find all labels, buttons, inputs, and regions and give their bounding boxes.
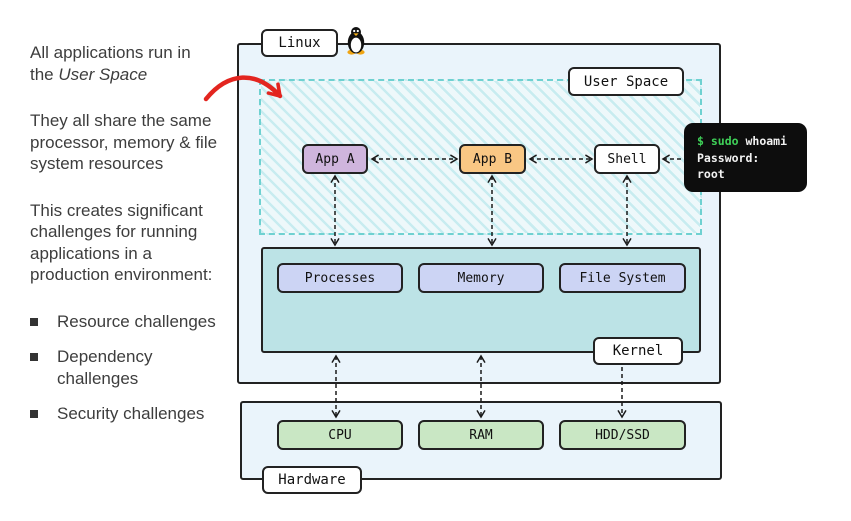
list-item: Dependency challenges: [30, 346, 222, 389]
tux-penguin-icon: [347, 27, 365, 55]
square-bullet-icon: [30, 410, 38, 418]
explanation-column: All applications run in the User Space T…: [30, 42, 222, 439]
memory-box: Memory: [418, 263, 544, 293]
processes-box: Processes: [277, 263, 403, 293]
paragraph-line: All applications run in: [30, 43, 191, 62]
list-item: Resource challenges: [30, 311, 222, 333]
cpu-label: CPU: [328, 427, 352, 443]
linux-label: Linux: [261, 29, 338, 57]
app-a-label: App A: [315, 151, 355, 167]
list-item: Security challenges: [30, 403, 222, 425]
list-item-label: Resource challenges: [57, 311, 216, 331]
app-b-label: App B: [472, 151, 513, 167]
terminal-prompt: $ sudo: [697, 134, 739, 148]
kernel-label: Kernel: [593, 337, 683, 365]
hardware-label-text: Hardware: [278, 472, 346, 488]
kernel-label-text: Kernel: [612, 343, 664, 359]
paragraph-shared-resources: They all share the same processor, memor…: [30, 111, 218, 173]
user-space-label: User Space: [568, 67, 684, 96]
shell-label: Shell: [607, 151, 647, 167]
app-b-box: App B: [459, 144, 526, 174]
terminal-line-command: $ sudo whoami: [697, 133, 807, 150]
cpu-box: CPU: [277, 420, 403, 450]
shell-box: Shell: [594, 144, 660, 174]
paragraph-user-space: All applications run in the User Space: [30, 42, 222, 85]
ram-box: RAM: [418, 420, 544, 450]
user-space-emphasis: User Space: [58, 64, 148, 84]
hdd-ssd-box: HDD/SSD: [559, 420, 686, 450]
list-item-label: Dependency challenges: [57, 347, 153, 388]
terminal-line-password: Password:: [697, 150, 760, 165]
paragraph-line: the: [30, 64, 59, 84]
square-bullet-icon: [30, 317, 38, 326]
app-a-box: App A: [302, 144, 368, 174]
square-bullet-icon: [30, 353, 38, 361]
user-space-label-text: User Space: [583, 73, 669, 90]
challenges-list: Resource challenges Dependency challenge…: [30, 311, 222, 425]
terminal-line-output: root: [697, 167, 725, 181]
terminal-command: whoami: [738, 134, 788, 148]
paragraph-challenges: This creates significant challenges for …: [30, 200, 213, 285]
hardware-label: Hardware: [262, 466, 362, 494]
linux-label-text: Linux: [278, 35, 321, 51]
hdd-ssd-label: HDD/SSD: [595, 427, 650, 443]
terminal-window: $ sudo whoami Password: root: [684, 123, 807, 192]
file-system-label: File System: [579, 270, 666, 286]
list-item-label: Security challenges: [57, 404, 205, 423]
memory-label: Memory: [457, 270, 505, 286]
ram-label: RAM: [469, 427, 493, 443]
file-system-box: File System: [559, 263, 686, 293]
processes-label: Processes: [304, 270, 376, 286]
